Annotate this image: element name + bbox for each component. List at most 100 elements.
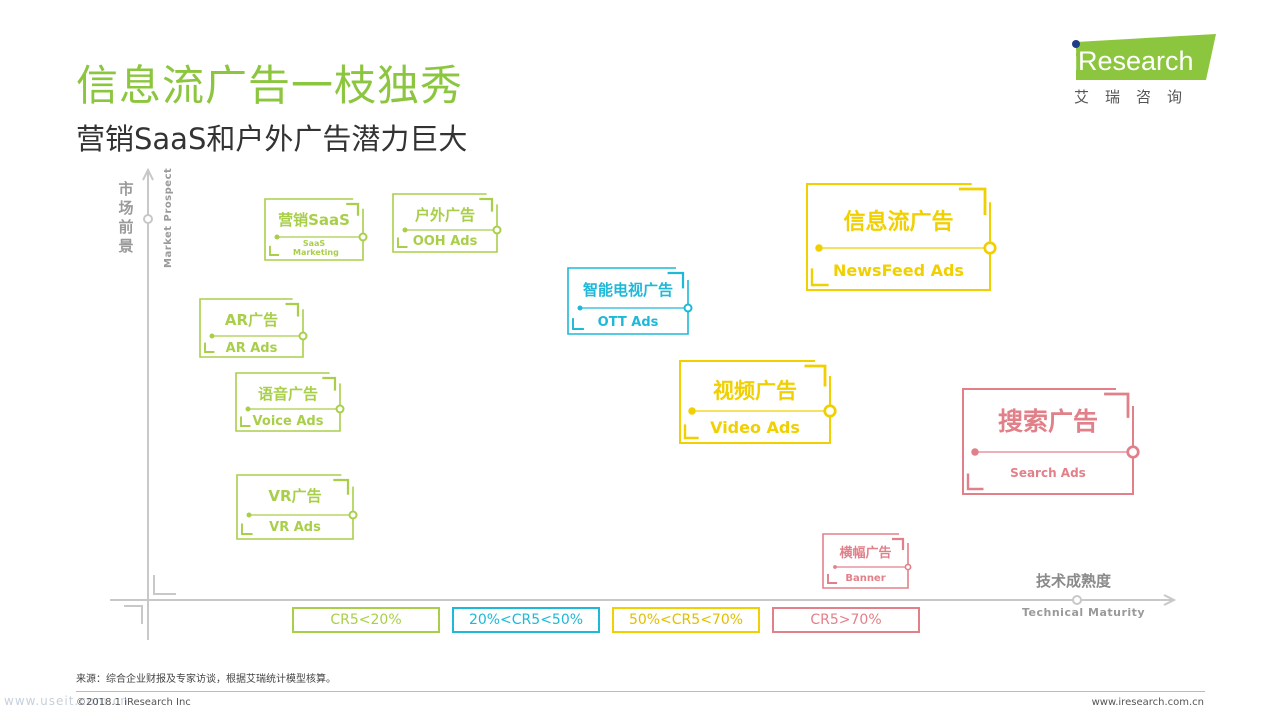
voice-label-en: Voice Ads <box>252 414 324 429</box>
saas-connector-start-dot <box>274 234 280 240</box>
search-corner-bracket-bl <box>966 473 984 491</box>
banner-label-cn: 横幅广告 <box>839 546 892 561</box>
y-axis-char: 市 <box>118 180 134 198</box>
banner-corner-bracket <box>892 537 905 550</box>
y-axis-label-cn: 市 场 前 景 <box>116 180 136 256</box>
saas-corner-bracket-bl <box>269 245 280 256</box>
banner-connector-start-dot <box>833 565 837 569</box>
voice-connector-end-dot <box>335 404 345 414</box>
page-title: 信息流广告一枝独秀 <box>76 61 464 110</box>
ar-connector-end-dot <box>298 331 308 341</box>
search-label-cn: 搜索广告 <box>997 407 1098 436</box>
banner-corner-bracket-bl <box>827 573 838 584</box>
banner-label-en: Banner <box>845 573 886 584</box>
newsfeed-corner-bracket <box>958 187 987 216</box>
x-axis-label-en: Technical Maturity <box>1022 606 1146 619</box>
voice-label-cn: 语音广告 <box>257 385 318 403</box>
search-label-en: Search Ads <box>1010 466 1086 480</box>
copyright: ©2018.1 iResearch Inc <box>76 697 191 708</box>
video-label-en: Video Ads <box>710 418 800 437</box>
vr-frame <box>236 474 354 540</box>
legend-item-cr5-over-70: CR5>70% <box>772 607 920 633</box>
ott-corner-bracket <box>667 271 685 289</box>
vr-label-cn: VR广告 <box>268 487 322 505</box>
video-corner-bracket <box>804 364 827 387</box>
newsfeed-connector-start-dot <box>815 244 823 252</box>
voice-frame <box>235 372 341 432</box>
source-note: 来源：综合企业财报及专家访谈，根据艾瑞统计模型核算。 <box>76 674 336 685</box>
search-corner-bracket <box>1104 392 1130 418</box>
logo-text: iResearch <box>1072 46 1194 76</box>
vr-connector-end-dot <box>348 510 358 520</box>
ott-label-cn: 智能电视广告 <box>582 281 673 299</box>
video-corner-bracket-bl <box>683 424 699 440</box>
saas-label-cn: 营销SaaS <box>278 211 350 229</box>
saas-label-en: SaaS Marketing <box>293 239 339 257</box>
ooh-frame <box>392 193 498 253</box>
newsfeed-corner-bracket-bl <box>810 268 829 287</box>
banner-connector-end-dot <box>904 563 912 571</box>
x-axis-marker <box>1072 595 1082 605</box>
search-connector-end-dot <box>1126 445 1140 459</box>
y-axis-marker <box>143 214 153 224</box>
ooh-connector-end-dot <box>492 225 502 235</box>
x-axis-arrow <box>1163 594 1177 606</box>
y-axis-char: 场 <box>118 199 134 217</box>
y-axis-char: 景 <box>118 237 134 255</box>
vr-connector-start-dot <box>246 512 252 518</box>
ooh-corner-bracket <box>479 197 494 212</box>
ott-label-en: OTT Ads <box>597 315 659 330</box>
iresearch-logo: iResearch <box>1072 34 1216 80</box>
ooh-connector-start-dot <box>402 227 408 233</box>
x-axis-label-cn: 技术成熟度 <box>1036 572 1112 590</box>
video-connector-start-dot <box>688 407 696 415</box>
legend-item-cr5-20-50: 20%<CR5<50% <box>452 607 600 633</box>
footer-divider <box>76 691 1205 692</box>
website-link[interactable]: www.iresearch.com.cn <box>1091 697 1204 708</box>
video-label-cn: 视频广告 <box>713 379 797 403</box>
origin-corner-bottom <box>124 605 143 624</box>
saas-connector-end-dot <box>358 232 368 242</box>
ar-label-en: AR Ads <box>225 341 278 356</box>
vr-corner-bracket-bl <box>241 523 253 535</box>
origin-corner-top <box>153 575 176 595</box>
ott-frame <box>567 267 689 335</box>
ar-connector-start-dot <box>209 333 215 339</box>
search-frame <box>962 388 1134 495</box>
vr-label-en: VR Ads <box>269 520 321 535</box>
newsfeed-connector-end-dot <box>983 241 997 255</box>
vr-corner-bracket <box>333 478 350 495</box>
saas-frame <box>264 198 364 261</box>
voice-corner-bracket-bl <box>240 416 251 427</box>
ar-frame <box>199 298 304 358</box>
logo-dot <box>1072 40 1080 48</box>
newsfeed-label-cn: 信息流广告 <box>843 210 954 235</box>
newsfeed-frame <box>806 183 991 291</box>
page-subtitle: 营销SaaS和户外广告潜力巨大 <box>76 122 468 156</box>
ooh-corner-bracket-bl <box>397 237 408 248</box>
voice-corner-bracket <box>322 376 337 391</box>
logo-green-banner <box>1076 34 1216 80</box>
ott-corner-bracket-bl <box>572 318 584 330</box>
legend-item-cr5-under-20: CR5<20% <box>292 607 440 633</box>
search-connector-start-dot <box>971 448 979 456</box>
watermark: www.useit.com.cn <box>4 694 129 708</box>
saas-corner-bracket <box>346 202 360 216</box>
newsfeed-label-en: NewsFeed Ads <box>833 261 964 280</box>
legend-item-cr5-50-70: 50%<CR5<70% <box>612 607 760 633</box>
ott-connector-end-dot <box>683 303 693 313</box>
ar-corner-bracket-bl <box>204 342 215 353</box>
video-frame <box>679 360 831 444</box>
voice-connector-start-dot <box>245 406 251 412</box>
ar-label-cn: AR广告 <box>224 311 279 329</box>
ooh-label-en: OOH Ads <box>412 234 478 249</box>
ott-connector-start-dot <box>577 305 583 311</box>
logo-chinese-text: 艾瑞咨询 <box>1074 88 1199 106</box>
ooh-label-cn: 户外广告 <box>414 206 475 224</box>
video-connector-end-dot <box>823 404 837 418</box>
ar-corner-bracket <box>285 302 300 317</box>
banner-frame <box>822 533 909 589</box>
y-axis-arrow <box>142 167 154 181</box>
